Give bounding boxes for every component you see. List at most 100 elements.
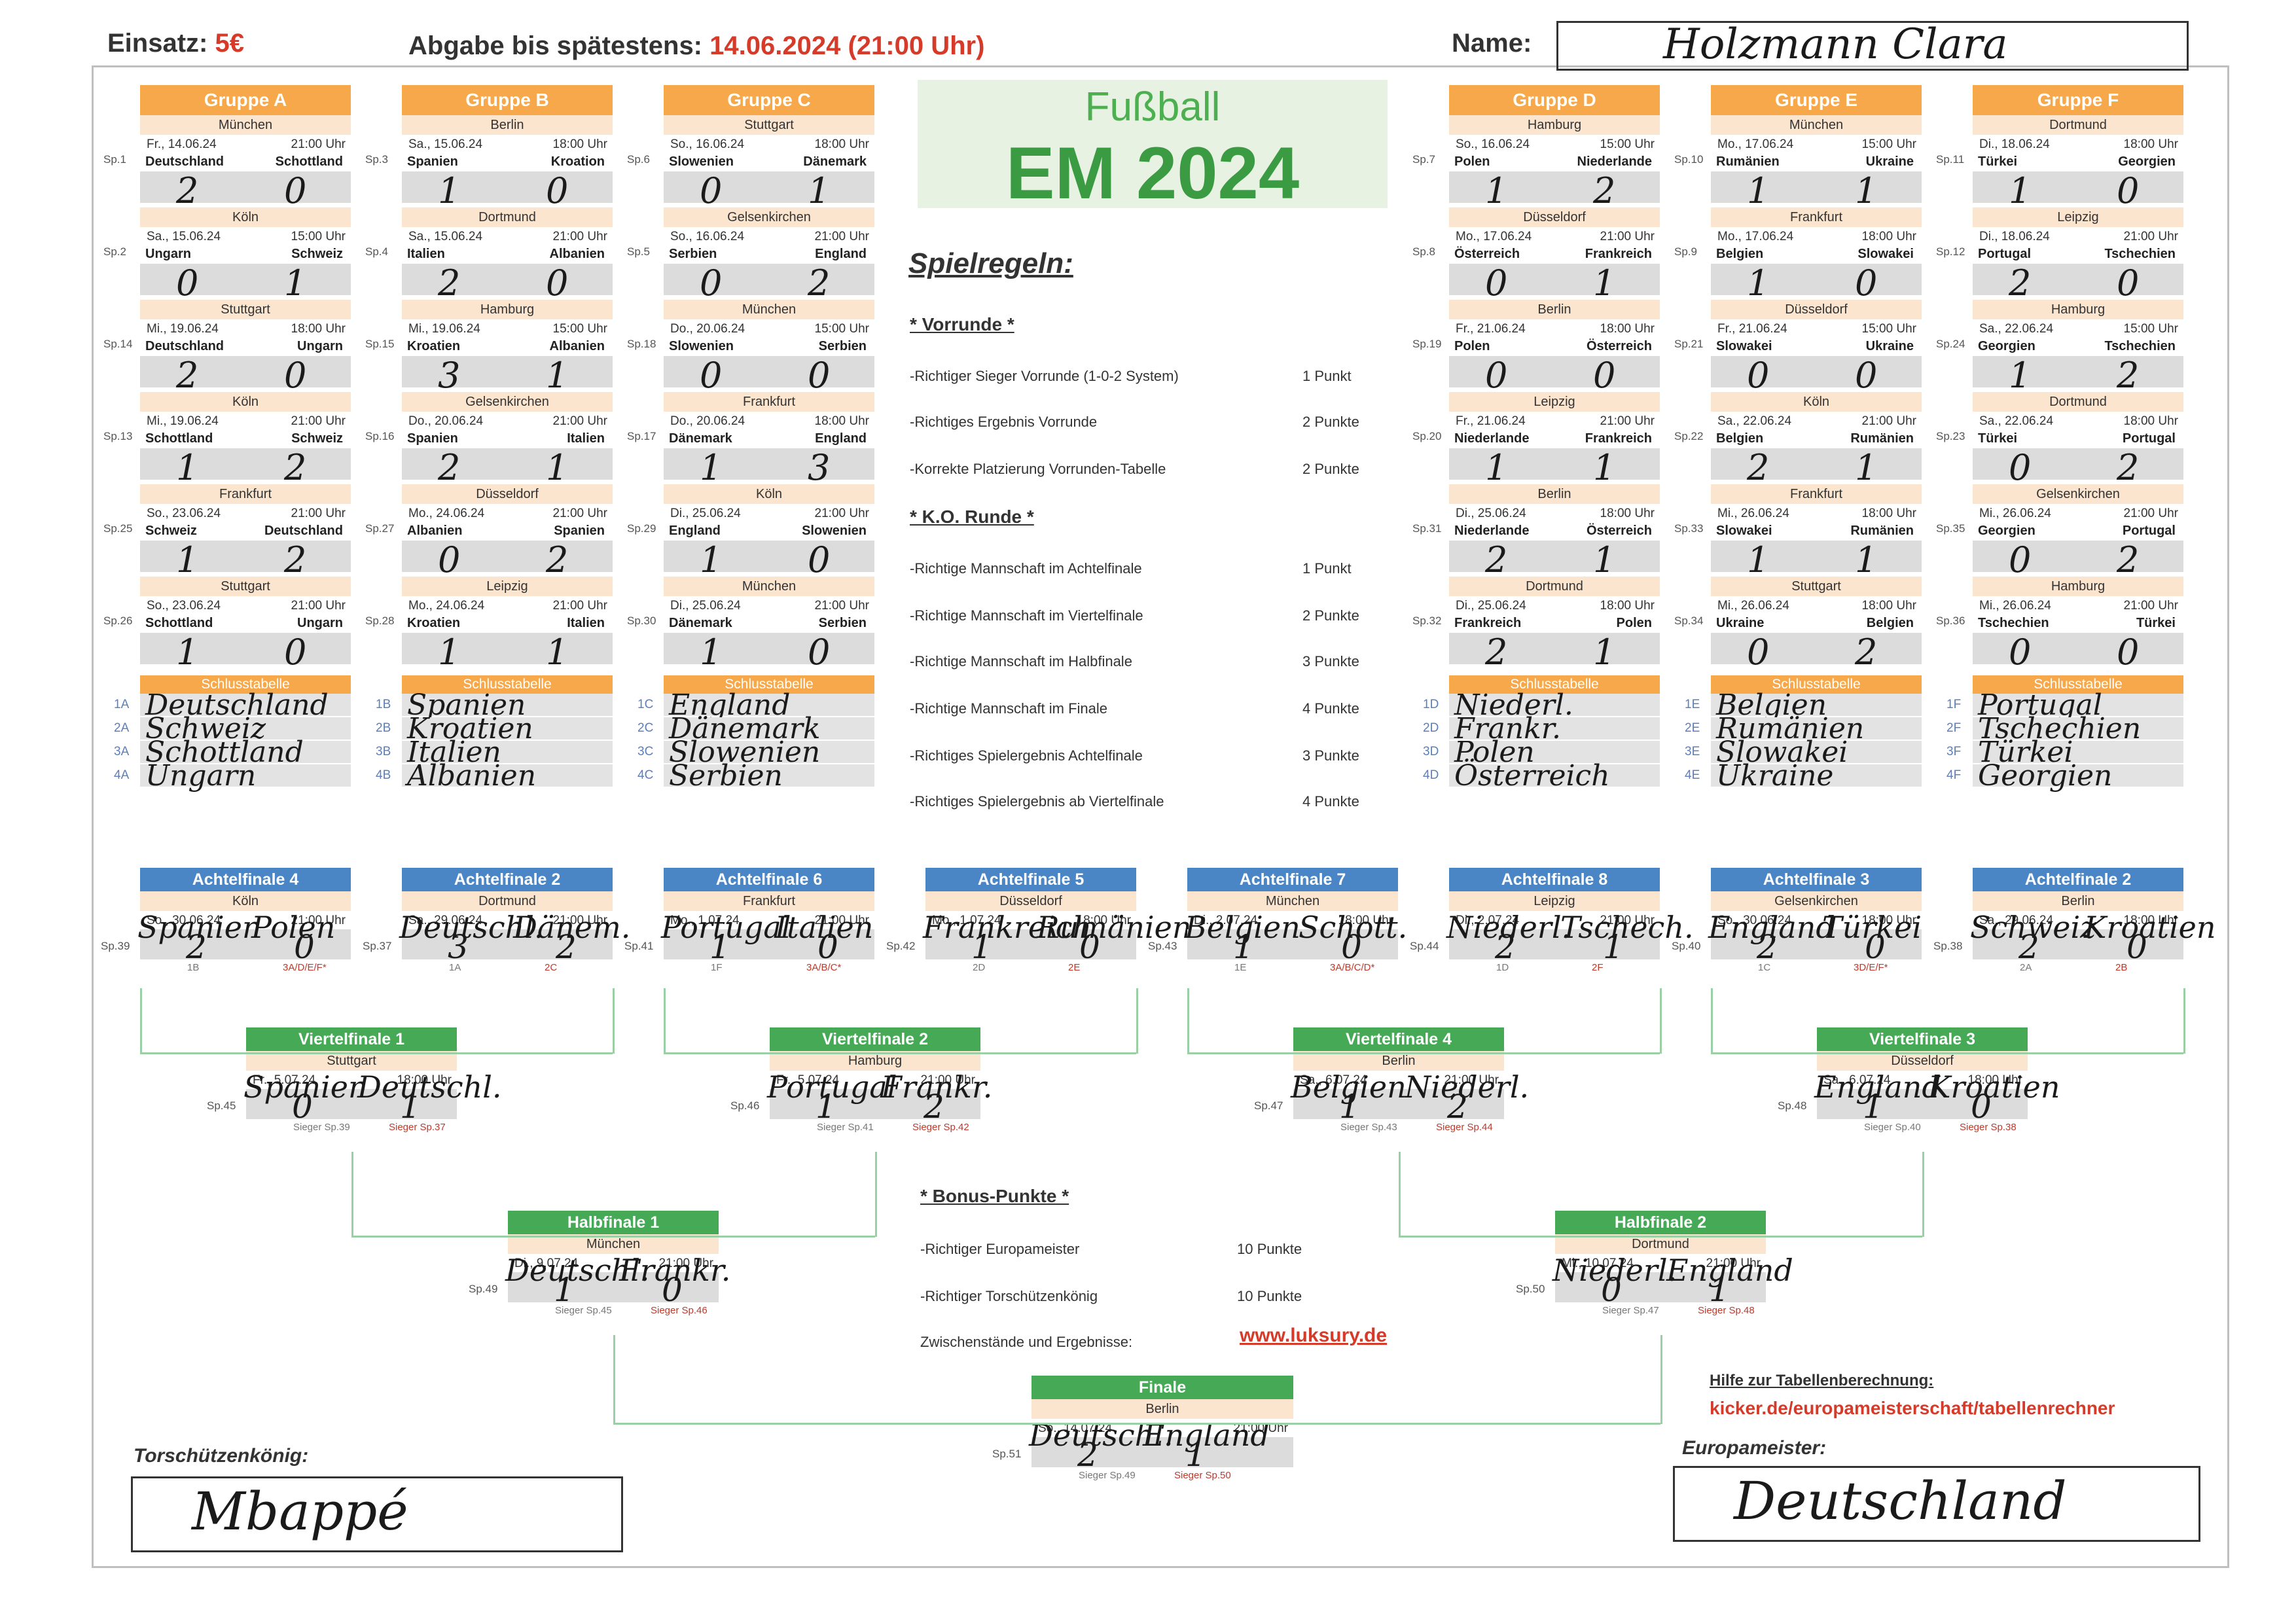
home-team: Polen [1454, 339, 1490, 353]
ko-date: Mi., 10.07.24 [1562, 1257, 1634, 1270]
match-date: Mo., 17.06.24 [1717, 137, 1794, 151]
standings-team: Slowakei [1716, 736, 1848, 769]
top-scorer-field[interactable]: Mbappé [131, 1476, 623, 1552]
match-number: Sp.33 [1674, 522, 1704, 535]
group-title: Gruppe A [140, 85, 351, 115]
help-link[interactable]: kicker.de/europameisterschaft/tabellenre… [1710, 1398, 2115, 1418]
champion-field[interactable]: Deutschland [1673, 1466, 2200, 1542]
ko-home-team: Frankreich [923, 910, 1092, 945]
match-date: Di., 25.06.24 [1456, 507, 1526, 520]
away-team: Deutschland [264, 524, 343, 538]
ko-date: Mo., 1.07.24 [670, 914, 740, 927]
match-number: Sp.45 [207, 1099, 236, 1112]
standings-team: Belgien [1716, 688, 1827, 722]
match-venue: München [1711, 115, 1922, 135]
interim-link[interactable]: www.luksury.de [1240, 1325, 1388, 1346]
away-team: Niederlande [1577, 154, 1652, 169]
name-field[interactable]: Holzmann Clara [1556, 20, 2189, 71]
match-time: 18:00 Uhr [552, 137, 607, 151]
standings-place: 2E [1685, 721, 1700, 735]
home-score: 2 [1485, 632, 1508, 673]
